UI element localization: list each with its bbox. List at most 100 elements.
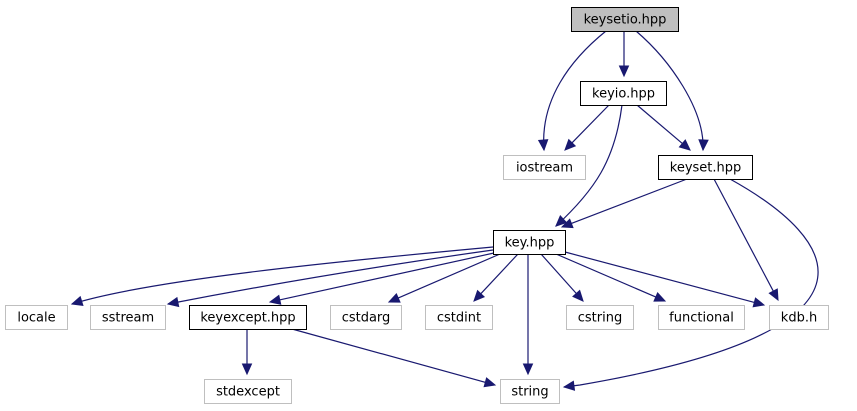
node-label: keyio.hpp [592,87,655,102]
node-box [90,305,166,330]
node-label: functional [669,311,734,326]
arrowhead-icon [241,363,253,376]
node-sstream: sstream [90,305,166,330]
node-box[interactable] [658,155,753,180]
node-cstdarg: cstdarg [330,305,402,330]
edge-keysetio-to-iostream [537,30,607,152]
node-keyset[interactable]: keyset.hpp [658,155,753,180]
edge-line [569,178,688,225]
edge-line [713,178,775,294]
edge-line [543,30,607,151]
arrowhead-icon [555,215,568,227]
node-box [503,155,586,180]
node-box [330,305,402,330]
node-stdexcept: stdexcept [204,379,292,404]
arrowhead-icon [166,296,180,308]
node-label: keysetio.hpp [584,13,667,28]
edge-keyset-to-kdbh [713,178,779,302]
edge-keyset-to-string [562,178,819,391]
edges-layer [70,30,819,391]
node-functional: functional [658,305,745,330]
node-locale: locale [5,305,68,330]
edge-line [563,178,819,388]
node-label: sstream [102,311,154,326]
node-box[interactable] [580,81,667,106]
node-box[interactable] [571,7,679,32]
edge-key-to-locale [70,246,494,306]
edge-keysetio-to-keyio [618,31,630,78]
arrowhead-icon [698,139,709,152]
node-label: keyset.hpp [670,161,742,176]
node-label: iostream [516,161,573,176]
nodes-layer: keysetio.hpp keyio.hpp iostream keyset.hpp k… [5,7,829,404]
edge-line [636,104,685,146]
node-box [566,305,634,330]
edge-line [555,253,658,299]
node-string: string [500,379,560,404]
edge-line [564,251,757,304]
edge-line [396,253,501,300]
edge-keyexcept-to-stdexcept [241,329,253,376]
arrowhead-icon [752,297,766,308]
node-box [425,305,493,330]
node-box [658,305,745,330]
node-key[interactable]: key.hpp [493,230,566,255]
edge-line [167,249,494,305]
node-cstring: cstring [566,305,634,330]
edge-keyio-to-keyset [636,104,691,151]
edge-line [555,104,623,227]
node-box [5,305,68,330]
node-label: keyexcept.hpp [200,311,295,326]
edge-key-to-keyexcept [268,252,495,305]
edge-key-to-string [522,254,534,376]
arrowhead-icon [572,289,584,302]
edge-line [570,104,610,145]
arrowhead-icon [768,288,779,302]
edge-key-to-sstream [166,249,494,308]
arrowhead-icon [560,218,574,229]
node-kdbh: kdb.h [769,305,829,330]
node-keysetio[interactable]: keysetio.hpp [571,7,679,32]
node-label: locale [17,311,55,326]
arrowhead-icon [564,138,577,151]
node-label: cstring [578,311,622,326]
arrowhead-icon [522,363,534,376]
arrowhead-icon [483,377,497,388]
arrowhead-icon [678,139,691,151]
node-label: cstdarg [342,311,391,326]
node-label: string [511,385,548,400]
edge-key-to-cstring [540,253,584,302]
edge-line [635,30,704,151]
node-keyio[interactable]: keyio.hpp [580,81,667,106]
edge-line [479,253,519,296]
node-label: kdb.h [781,311,817,326]
edge-line [277,252,495,301]
node-box [500,379,560,404]
arrowhead-icon [387,292,401,303]
node-keyexcept[interactable]: keyexcept.hpp [189,305,307,330]
arrowhead-icon [70,295,84,306]
node-box[interactable] [493,230,566,255]
arrowhead-icon [618,65,630,78]
edge-key-to-cstdarg [387,253,501,303]
node-iostream: iostream [503,155,586,180]
arrowhead-icon [537,139,549,152]
edge-keyio-to-key [555,104,623,227]
edge-keyexcept-to-string [291,328,497,388]
node-box [204,379,292,404]
edge-keyio-to-iostream [564,104,610,151]
arrowhead-icon [562,380,576,391]
edge-line [540,253,579,296]
arrowhead-icon [653,292,667,302]
arrowhead-icon [268,294,282,305]
node-box[interactable] [189,305,307,330]
edge-key-to-kdbh [564,251,766,308]
edge-line [291,328,488,384]
node-cstdint: cstdint [425,305,493,330]
node-label: stdexcept [216,385,280,400]
edge-keyset-to-key [560,178,688,229]
edge-key-to-cstdint [473,253,519,302]
edge-keysetio-to-keyset [635,30,709,152]
edge-line [71,246,494,305]
